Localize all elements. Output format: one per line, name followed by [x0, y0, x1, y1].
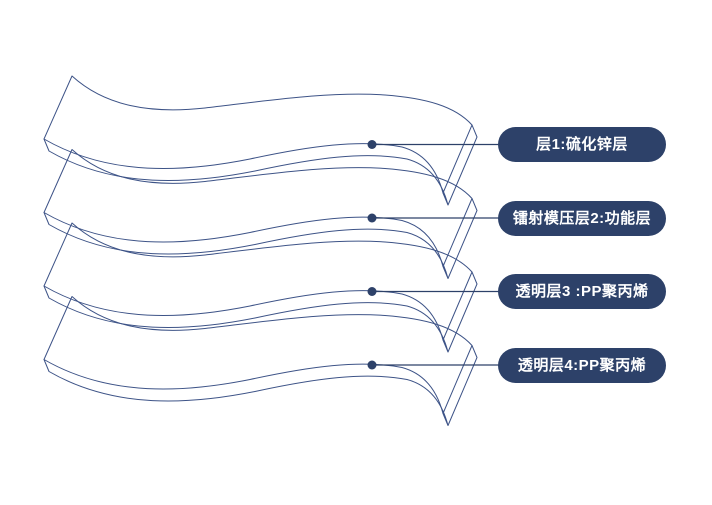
callout-dots	[367, 140, 377, 370]
callout-dot	[367, 287, 377, 296]
callout-lines	[372, 143, 500, 366]
sheet-layer-2	[43, 149, 478, 279]
callout-dot	[367, 140, 377, 149]
callout-dot	[367, 213, 377, 223]
layer-label-pill-2: 镭射模压层2:功能层	[498, 200, 666, 236]
layer-label-pill-1: 层1:硫化锌层	[498, 127, 666, 162]
sheet-layer-4	[43, 296, 478, 426]
sheet-layer-3	[43, 222, 478, 353]
sheet-layer-1	[43, 75, 478, 206]
layer-label-pill-3: 透明层3 :PP聚丙烯	[498, 274, 666, 309]
callout-dot	[367, 360, 377, 370]
layer-label-pill-4: 透明层4:PP聚丙烯	[498, 347, 666, 383]
